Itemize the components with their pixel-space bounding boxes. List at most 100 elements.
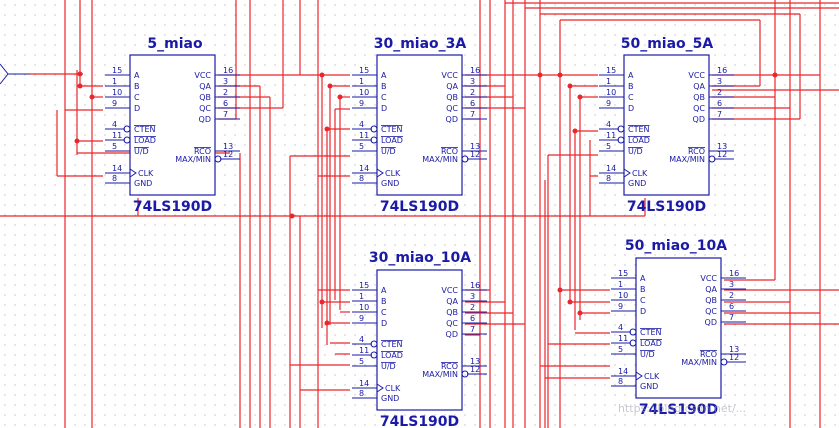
input-connector-symbol: [0, 63, 30, 85]
chip-5-miao[interactable]: 5_miao15A1B10C9D4CTEN11LOAD5U/D14CLK8GND…: [105, 36, 240, 215]
pin-number: 11: [359, 131, 369, 140]
pin-label: RCO: [441, 147, 458, 156]
pin-number: 4: [112, 120, 117, 129]
pin-label: QD: [693, 115, 705, 124]
pin-number: 7: [717, 110, 722, 119]
pin-number: 13: [717, 142, 727, 151]
pin-number: 15: [112, 66, 122, 75]
pin-number: 3: [717, 77, 722, 86]
pin-label: VCC: [441, 71, 458, 80]
inversion-bubble: [461, 155, 469, 163]
pin-label: U/D: [381, 362, 396, 371]
pin-label: MAX/MIN: [669, 155, 705, 164]
junction-dot: [74, 138, 80, 144]
pin-number: 6: [717, 99, 722, 108]
pin-label: C: [628, 93, 634, 102]
pin-number: 1: [618, 280, 623, 289]
clock-triangle: [623, 168, 631, 178]
chip-30-miao-10a[interactable]: 30_miao_10A15A1B10C9D4CTEN11LOAD5U/D14CL…: [352, 250, 487, 428]
pin-label: CTEN: [381, 340, 403, 349]
pin-number: 9: [606, 99, 611, 108]
junction-dot: [537, 72, 543, 78]
junction-dot: [567, 83, 573, 89]
pin-label: LOAD: [628, 136, 650, 145]
pin-label: B: [134, 82, 140, 91]
pin-label: QB: [705, 296, 717, 305]
chip-title: 30_miao_3A: [374, 36, 467, 52]
pin-number: 16: [470, 66, 480, 75]
pin-label: CTEN: [628, 125, 650, 134]
pin-number: 14: [359, 164, 369, 173]
pin-label: U/D: [640, 350, 655, 359]
pin-label: GND: [640, 382, 658, 391]
pin-number: 4: [359, 335, 364, 344]
pin-label: CLK: [385, 384, 401, 393]
chip-50-miao-5a[interactable]: 50_miao_5A15A1B10C9D4CTEN11LOAD5U/D14CLK…: [599, 36, 734, 215]
chip-30-miao-3a[interactable]: 30_miao_3A15A1B10C9D4CTEN11LOAD5U/D14CLK…: [352, 36, 487, 215]
pin-label: RCO: [700, 350, 717, 359]
pin-number: 10: [606, 88, 616, 97]
chip-title: 30_miao_10A: [369, 250, 471, 266]
junction-dot: [77, 71, 83, 77]
junction-dot: [572, 128, 578, 134]
junction-dot: [557, 287, 563, 293]
inversion-bubble: [720, 358, 728, 366]
pin-number: 9: [618, 302, 623, 311]
pin-number: 1: [112, 77, 117, 86]
pin-number: 11: [112, 131, 122, 140]
pin-number: 6: [470, 99, 475, 108]
pin-label: QB: [199, 93, 211, 102]
pin-label: GND: [381, 179, 399, 188]
inversion-bubble: [617, 125, 625, 133]
chip-body: [635, 257, 722, 399]
watermark-text: https://blog.csdn.net/...: [618, 402, 746, 415]
pin-label: LOAD: [640, 339, 662, 348]
pin-number: 10: [359, 88, 369, 97]
inversion-bubble: [629, 339, 637, 347]
inversion-bubble: [123, 125, 131, 133]
pin-label: VCC: [700, 274, 717, 283]
pin-number: 14: [359, 379, 369, 388]
pin-number: 12: [223, 150, 233, 159]
pin-label: QA: [446, 297, 458, 306]
pin-label: QD: [199, 115, 211, 124]
clock-triangle: [376, 383, 384, 393]
pin-label: GND: [134, 179, 152, 188]
pin-number: 9: [112, 99, 117, 108]
pin-label: C: [381, 93, 387, 102]
pin-label: QC: [199, 104, 211, 113]
junction-dots: [74, 71, 778, 326]
pin-number: 14: [112, 164, 122, 173]
pin-number: 12: [470, 150, 480, 159]
pin-number: 3: [470, 292, 475, 301]
pin-number: 8: [359, 389, 364, 398]
pin-label: B: [381, 297, 387, 306]
pin-label: C: [640, 296, 646, 305]
pin-label: RCO: [194, 147, 211, 156]
pin-label: VCC: [688, 71, 705, 80]
pin-label: QA: [705, 285, 717, 294]
chip-50-miao-10a[interactable]: 50_miao_10A15A1B10C9D4CTEN11LOAD5U/D14CL…: [611, 238, 746, 418]
pin-label: D: [381, 319, 387, 328]
pin-label: D: [381, 104, 387, 113]
junction-dot: [324, 126, 330, 132]
pin-number: 6: [470, 314, 475, 323]
pin-number: 2: [729, 291, 734, 300]
pin-number: 12: [729, 353, 739, 362]
pin-number: 8: [618, 377, 623, 386]
pin-label: QA: [693, 82, 705, 91]
chip-title: 5_miao: [147, 36, 203, 52]
pin-number: 16: [223, 66, 233, 75]
chip-body: [623, 54, 710, 196]
pin-number: 7: [223, 110, 228, 119]
pin-label: CTEN: [134, 125, 156, 134]
pin-number: 3: [223, 77, 228, 86]
inversion-bubble: [708, 155, 716, 163]
pin-label: QD: [446, 330, 458, 339]
pin-label: D: [640, 307, 646, 316]
pin-number: 6: [729, 302, 734, 311]
pin-label: QB: [693, 93, 705, 102]
pin-label: CTEN: [640, 328, 662, 337]
pin-label: QA: [446, 82, 458, 91]
